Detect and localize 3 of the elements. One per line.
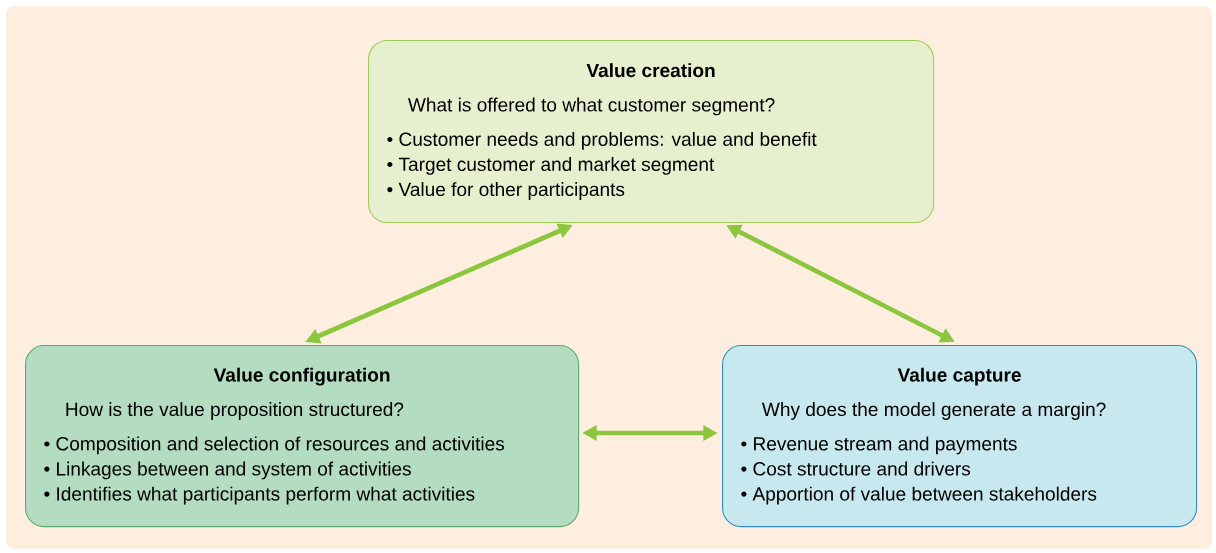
text-box: Value capture Why does the model generate a margin? • Revenue stream and payments • Cost structure and drivers • Apportion of value between stakeholders: [722, 345, 1198, 528]
text-box: Value creation What is offered to what customer segment? • Customer needs and problems: value and benefit • Target customer and market segment • Value for other participants: [368, 40, 935, 224]
text-box: Value configuration How is the value proposition structured? • Composition and selection of resources and activities • Linkages between and system of activities • Identifies what participants perform what activities: [25, 345, 580, 528]
